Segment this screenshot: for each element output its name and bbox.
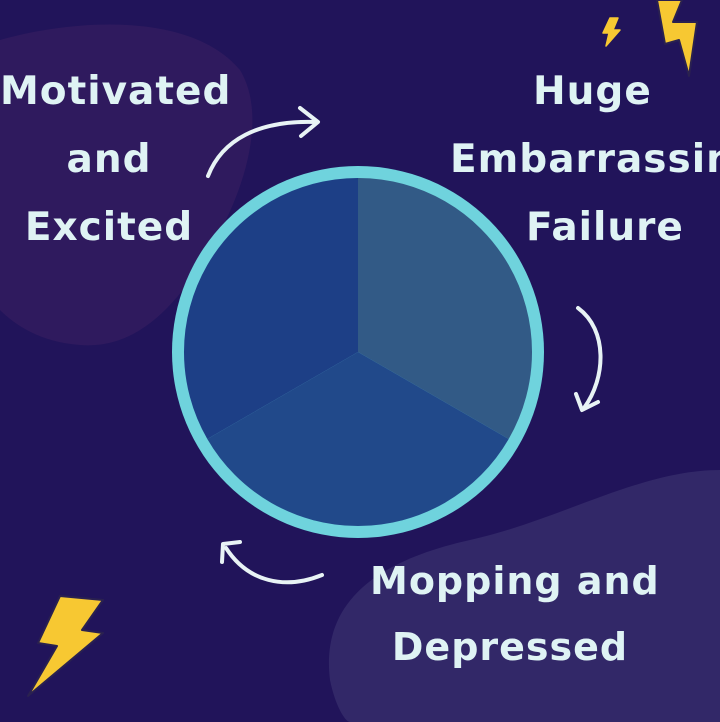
stage-label-line: Huge: [533, 69, 652, 114]
stage-label-line: Motivated: [0, 69, 232, 114]
arrow-icon: [206, 106, 320, 178]
background-blob-left: [0, 24, 253, 346]
lightning-icon: [602, 17, 621, 47]
lightning-icon: [656, 0, 698, 77]
stage-label-line: Mopping and: [370, 559, 660, 603]
stage-label-line: Depressed: [391, 625, 629, 669]
stage-label-line: Failure: [526, 205, 684, 250]
segment-bottom: [207, 352, 509, 527]
lightning-icon: [27, 595, 104, 697]
background-blob-right: [328, 470, 720, 722]
stage-label-depressed: Mopping and Depressed: [370, 548, 660, 680]
stage-label-line: Excited: [24, 205, 194, 250]
stage-label-failure: Huge Embarrassing Failure: [440, 58, 720, 262]
segment-top-right: [358, 178, 533, 439]
segment-left: [183, 178, 358, 439]
arrow-icon: [574, 306, 603, 412]
arrow-icon: [220, 540, 324, 585]
cycle-wheel: [172, 166, 544, 538]
stage-label-motivated: Motivated and Excited: [0, 58, 232, 262]
stage-label-line: and: [66, 137, 152, 182]
stage-label-line: Embarrassing: [450, 137, 720, 182]
